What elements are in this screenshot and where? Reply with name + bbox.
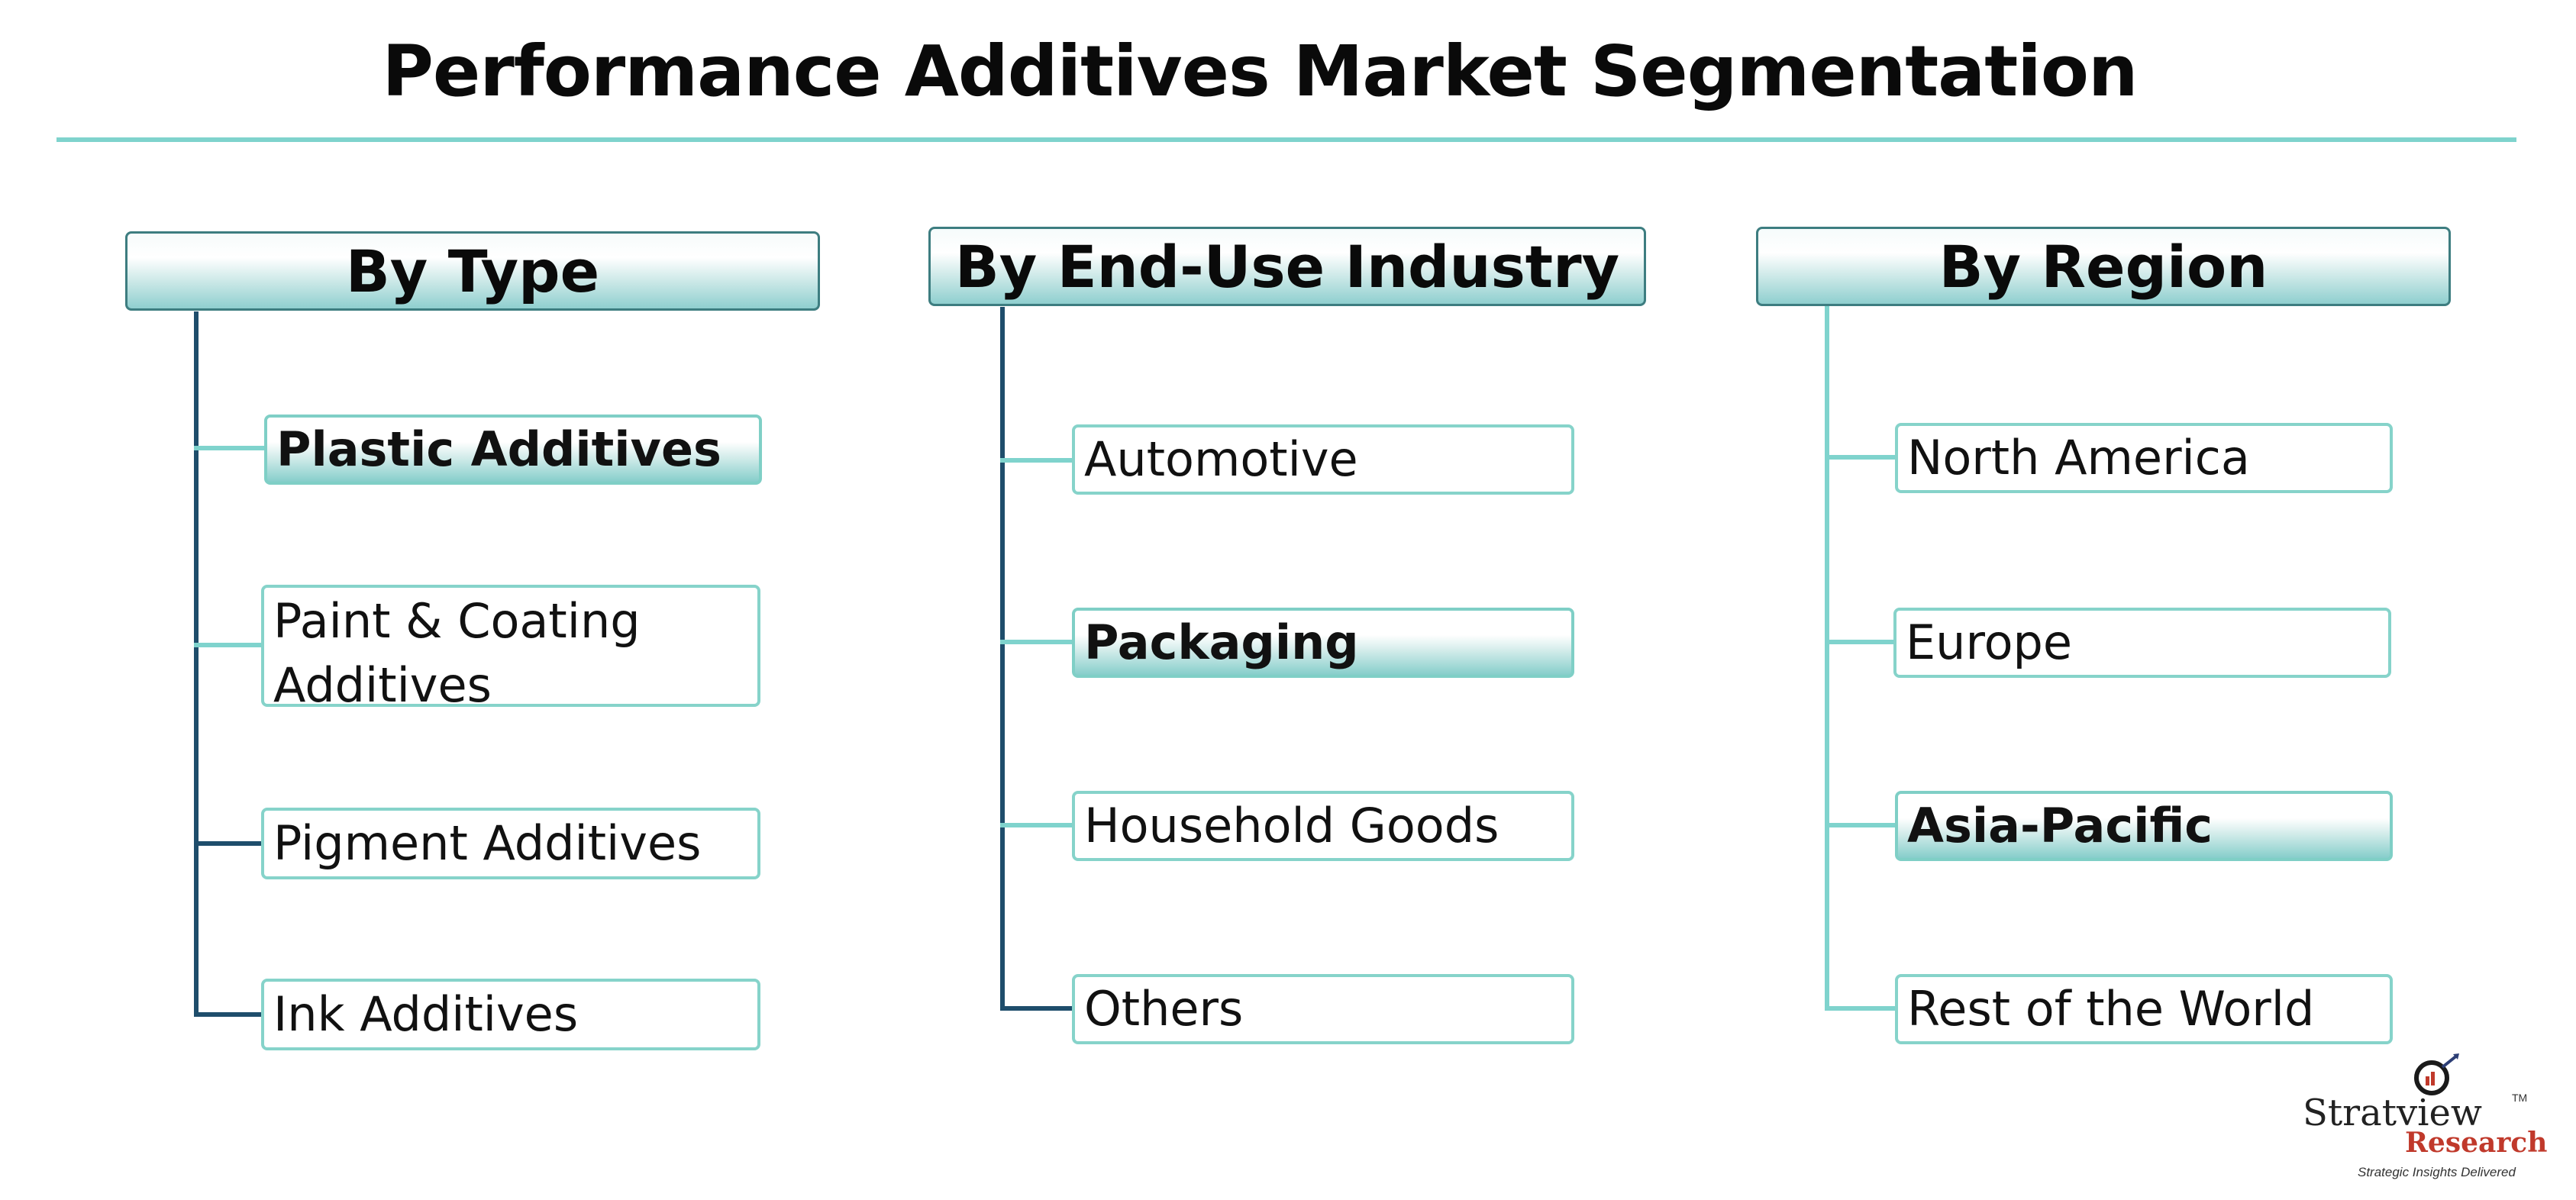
connector-branch xyxy=(1000,640,1075,644)
connector-branch xyxy=(1825,640,1898,644)
logo-subtitle: Research xyxy=(2405,1127,2548,1159)
segment-item: Europe xyxy=(1893,608,2391,678)
connector-branch xyxy=(194,841,264,846)
segment-item: Packaging xyxy=(1072,608,1574,678)
segment-item: Asia-Pacific xyxy=(1895,791,2393,861)
connector-branch xyxy=(1825,455,1898,460)
segment-item: Pigment Additives xyxy=(261,808,760,879)
segment-header: By Region xyxy=(1756,227,2451,306)
logo-trademark: TM xyxy=(2512,1092,2528,1104)
connector-branch xyxy=(1000,1006,1075,1011)
stratview-logo: Stratview TM Research Strategic Insights… xyxy=(2290,1052,2547,1189)
segment-item: Plastic Additives xyxy=(264,415,762,485)
segment-item: Household Goods xyxy=(1072,791,1574,861)
connector-branch xyxy=(194,1012,264,1017)
segment-item: Automotive xyxy=(1072,424,1574,495)
segment-item: Others xyxy=(1072,974,1574,1044)
segment-item: Rest of the World xyxy=(1895,974,2393,1044)
connector-branch xyxy=(1825,823,1898,827)
connector-branch xyxy=(1000,823,1075,827)
segment-header: By Type xyxy=(125,231,820,311)
connector-trunk xyxy=(1000,307,1005,1011)
magnifier-chart-icon xyxy=(2414,1053,2459,1095)
segment-header: By End-Use Industry xyxy=(928,227,1646,306)
logo-tagline: Strategic Insights Delivered xyxy=(2358,1165,2516,1179)
connector-branch xyxy=(194,446,264,450)
connector-branch xyxy=(1825,1006,1898,1011)
connector-trunk xyxy=(1825,305,1829,1011)
title-divider xyxy=(56,137,2516,142)
segment-item: North America xyxy=(1895,423,2393,493)
segment-item: Ink Additives xyxy=(261,979,760,1050)
connector-trunk xyxy=(194,311,199,1015)
connector-branch xyxy=(194,643,264,647)
logo-name: Stratview xyxy=(2303,1092,2482,1134)
page-title: Performance Additives Market Segmentatio… xyxy=(382,31,2139,112)
connector-branch xyxy=(1000,458,1075,463)
segment-item: Paint & Coating Additives xyxy=(261,585,760,713)
